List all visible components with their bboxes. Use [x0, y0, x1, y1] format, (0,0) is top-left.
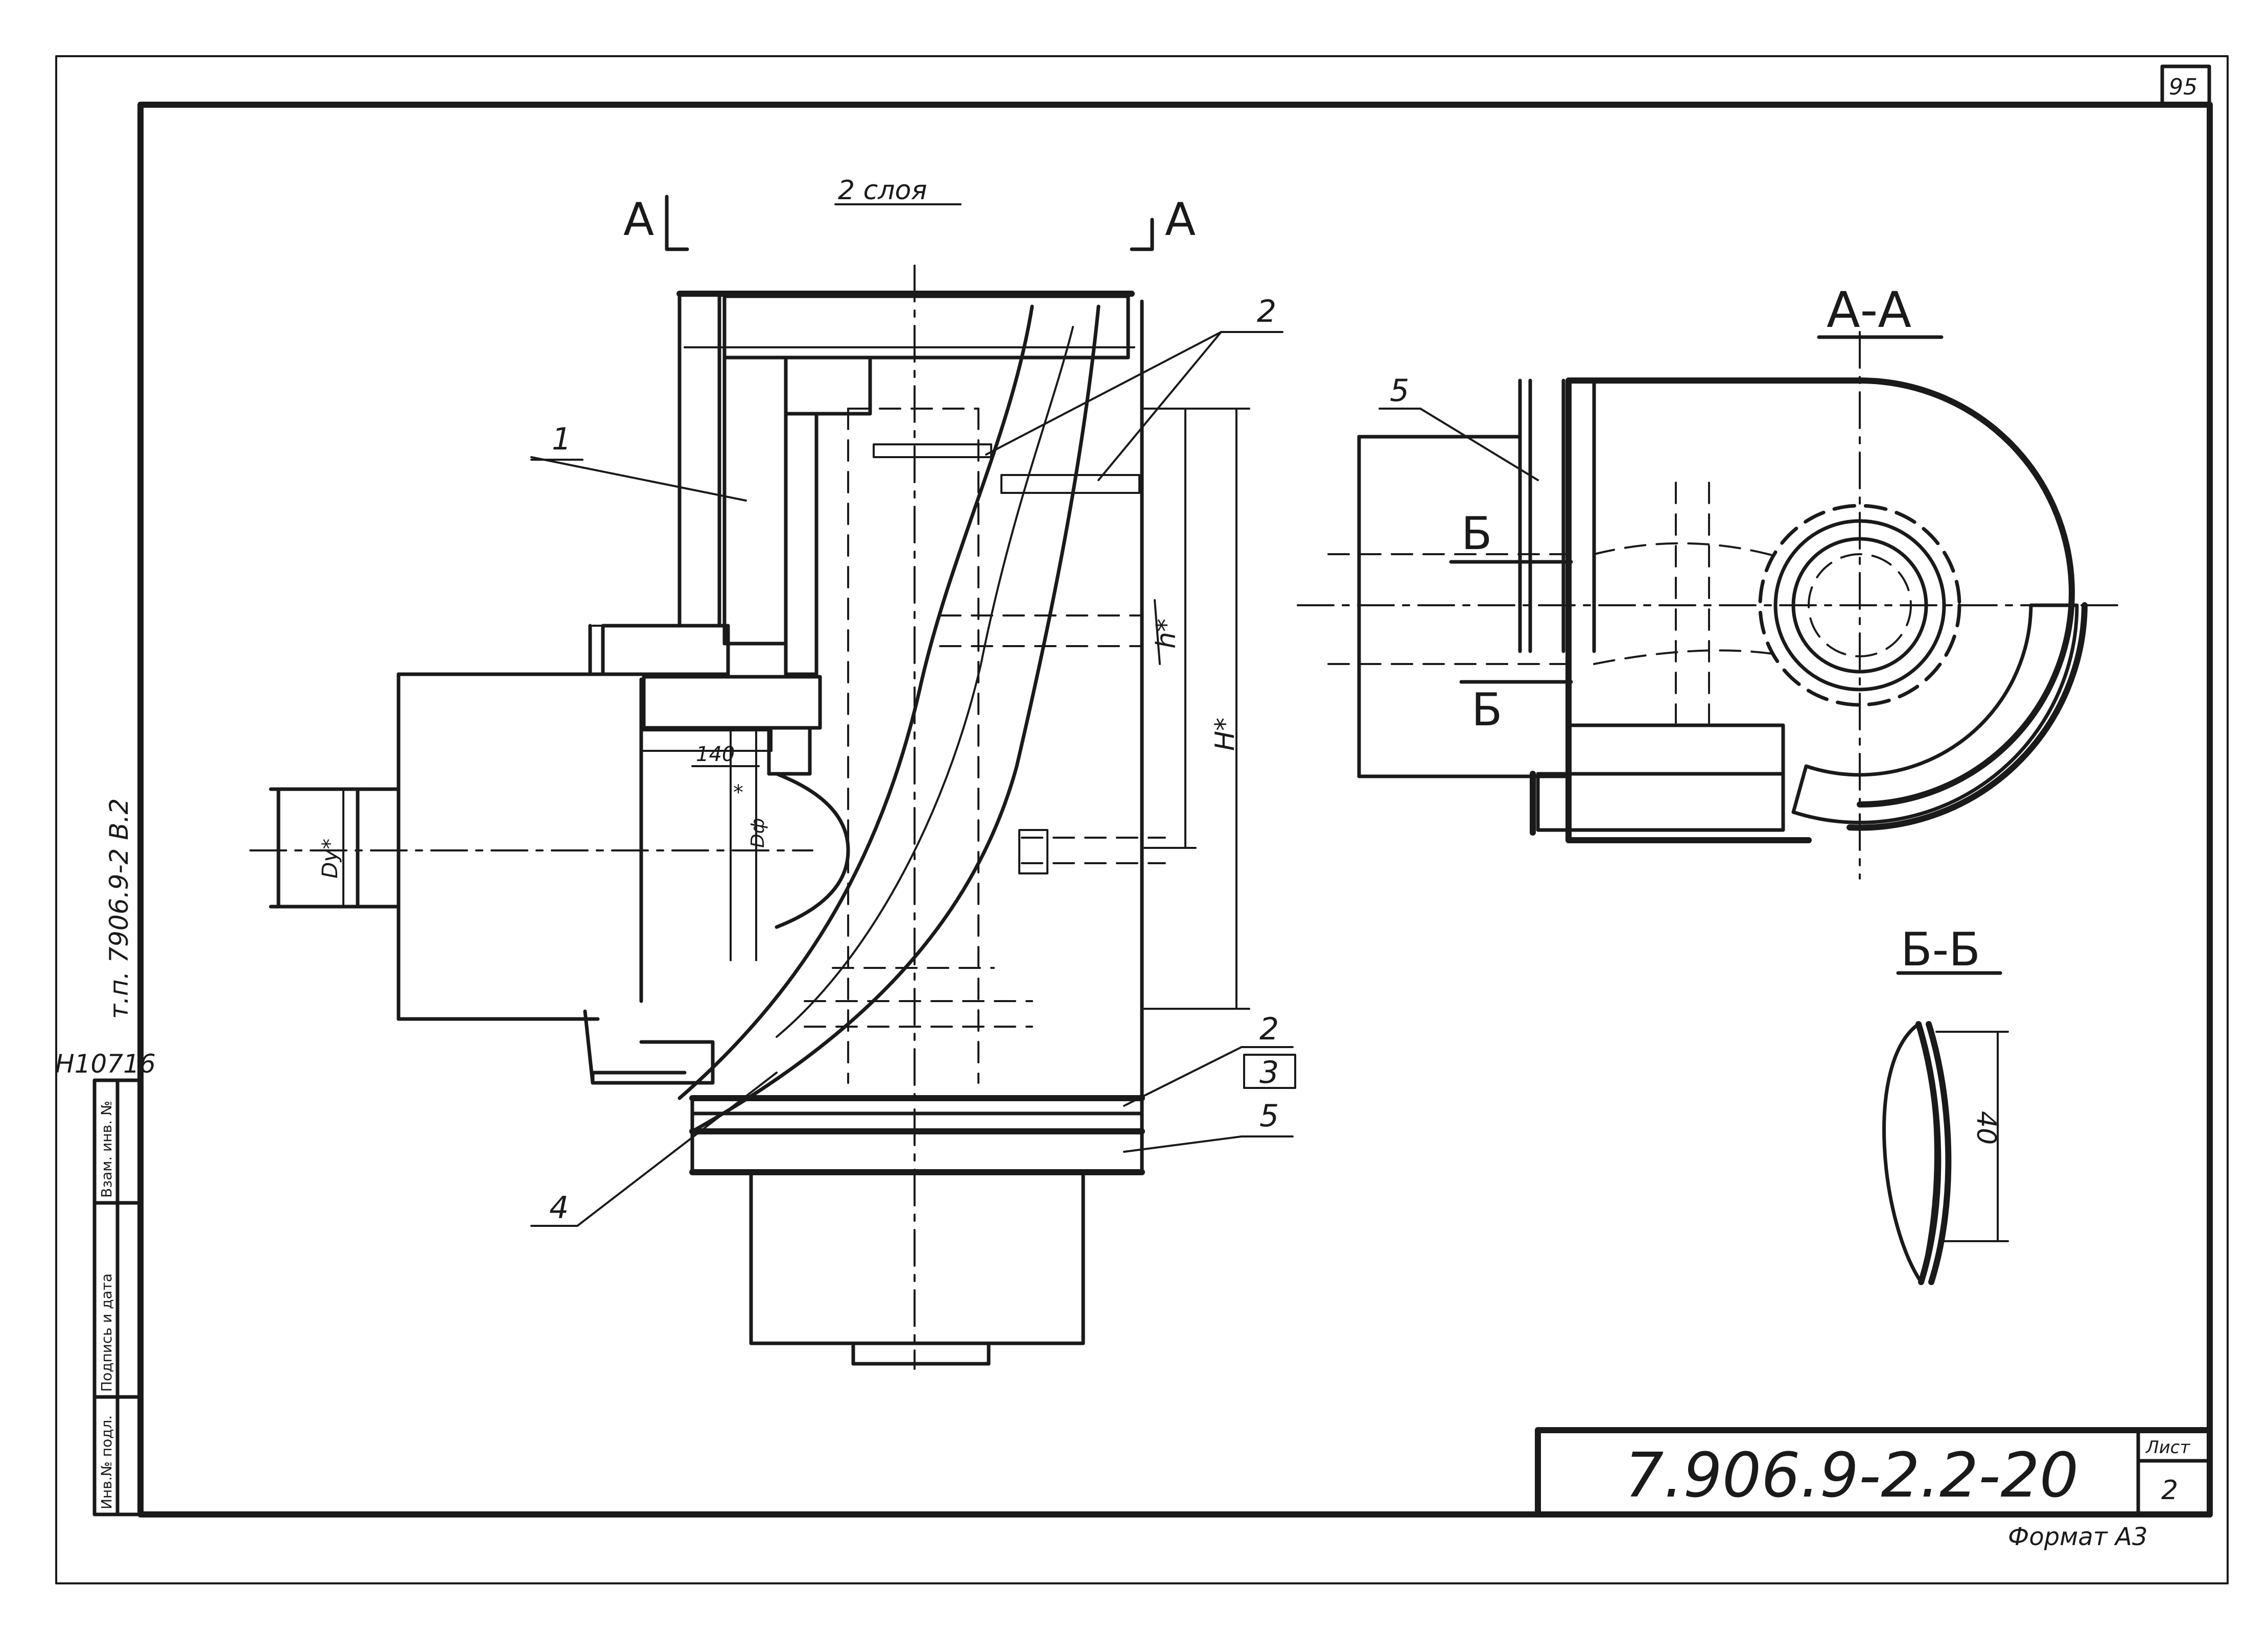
- layers-note: 2 слоя: [838, 175, 927, 206]
- format-label: Формат А3: [2008, 1523, 2147, 1551]
- drawing-frame: [137, 102, 2213, 1518]
- callout-1: 1: [552, 421, 571, 457]
- dim-d-phi: Dф: [747, 818, 768, 848]
- side-reference-text: т.п. 7906.9-2 В.2: [104, 798, 134, 1019]
- left-stamp-strip: Взам. инв. № Подпись и дата Инв.№ подл.: [92, 1078, 143, 1516]
- dim-H-star: H*: [1210, 718, 1241, 751]
- callout-5-bottom: 5: [1259, 1098, 1279, 1134]
- section-b-b: Б-Б 40: [1882, 923, 2009, 1285]
- callout-3: 3: [1259, 1055, 1279, 1090]
- main-view: H* h* 140 * Dф Dу* 2 слоя А А 1 2 2 3 5: [249, 175, 1296, 1370]
- stamp-vzam-inv: Взам. инв. №: [98, 1101, 115, 1198]
- stamp-podpis-data: Подпись и дата: [98, 1273, 115, 1392]
- sheet-label: Лист: [2145, 1437, 2190, 1458]
- callout-2-top: 2: [1257, 294, 1276, 329]
- dim-h-star: h*: [1151, 619, 1182, 649]
- section-mark-b-lower: Б: [1471, 683, 1502, 736]
- callout-4: 4: [549, 1190, 569, 1226]
- stamp-inv-podl: Инв.№ подл.: [98, 1415, 115, 1509]
- sheet-value: 2: [2161, 1475, 2178, 1506]
- section-bb-title: Б-Б: [1901, 923, 1980, 977]
- sheet-number-top: 95: [2169, 74, 2197, 100]
- section-aa-title: А-А: [1827, 281, 1911, 339]
- sheet-trim: [55, 55, 2229, 1584]
- callout-2-bottom: 2: [1259, 1011, 1279, 1047]
- dim-40: 40: [1971, 1111, 2001, 1145]
- dim-140: 140: [696, 743, 735, 766]
- title-block: Лист 2 7.906.9-2.2-20: [1535, 1427, 2213, 1518]
- callout-5-section: 5: [1390, 373, 1409, 409]
- section-mark-a-right: А: [1165, 193, 1196, 246]
- dim-star: *: [733, 781, 743, 804]
- drawing-designation: 7.906.9-2.2-20: [1625, 1440, 2078, 1511]
- section-mark-a-left: А: [623, 193, 654, 246]
- archive-number: Н10716: [55, 1049, 156, 1079]
- sheet-number-box: [2160, 64, 2211, 107]
- section-a-a: А-А: [1297, 281, 2121, 880]
- dim-dy-star: Dу*: [317, 839, 342, 879]
- section-mark-b-upper: Б: [1461, 507, 1492, 560]
